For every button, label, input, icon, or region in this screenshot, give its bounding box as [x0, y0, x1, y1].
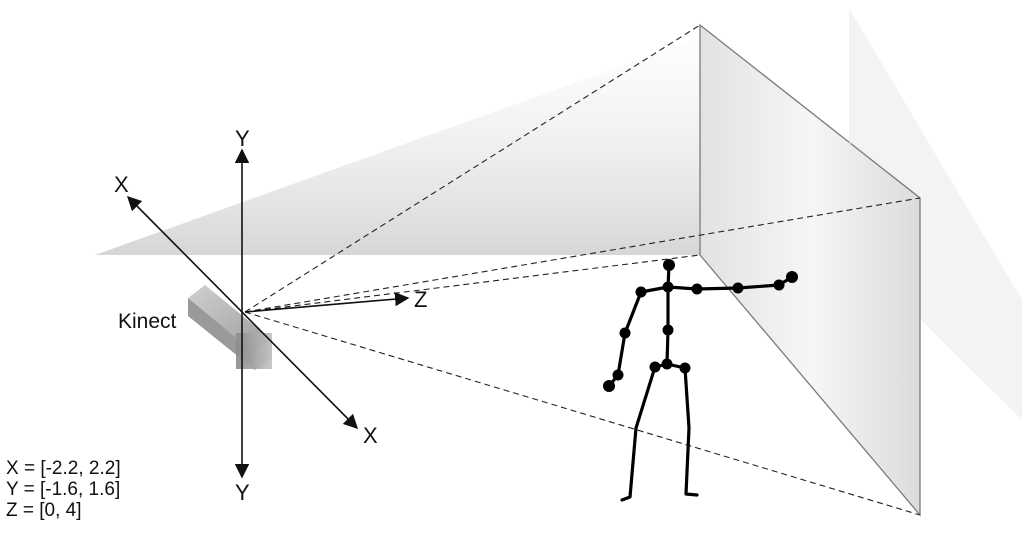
- range-x: X = [-2.2, 2.2]: [6, 458, 121, 479]
- kinect-label: Kinect: [118, 310, 177, 333]
- background-wedge: [850, 10, 1022, 420]
- z-axis-label: Z: [414, 287, 427, 312]
- z-axis: [244, 291, 410, 313]
- range-y: Y = [-1.6, 1.6]: [6, 479, 121, 500]
- x-axis: [126, 195, 359, 430]
- range-z: Z = [0, 4]: [6, 500, 82, 521]
- kinect-sensor: [188, 285, 272, 370]
- y-axis-bottom-label: Y: [235, 480, 250, 505]
- range-legend: X = [-2.2, 2.2] Y = [-1.6, 1.6] Z = [0, …: [6, 458, 121, 521]
- y-axis-top-label: Y: [235, 126, 250, 151]
- skeleton-figure: [603, 259, 798, 502]
- x-axis-bottom-label: X: [363, 423, 378, 448]
- view-plane: [95, 38, 700, 255]
- x-axis-top-label: X: [114, 172, 129, 197]
- coordinate-axes: [126, 148, 410, 479]
